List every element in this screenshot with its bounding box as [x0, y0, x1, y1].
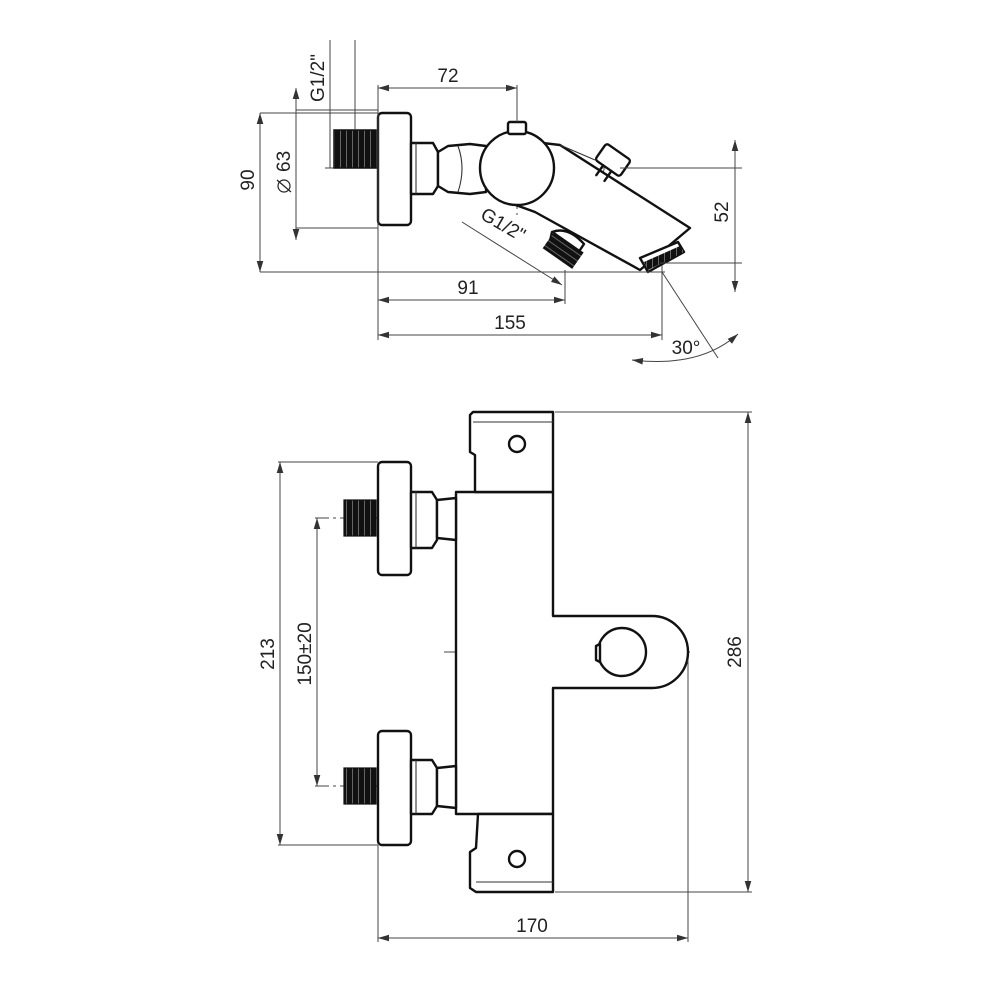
- front-top-flange: [376, 460, 413, 577]
- dim-213-label: 213: [258, 638, 279, 670]
- angle-arc: [631, 333, 739, 365]
- dim-91-label: 91: [457, 278, 478, 299]
- dim-150-label: 150±20: [295, 622, 316, 685]
- front-bottom-hex-nut: [409, 758, 439, 816]
- side-connector-ring: [457, 145, 463, 193]
- side-spout-edge: [559, 144, 596, 161]
- side-hex-nut: [409, 141, 440, 196]
- side-wall-thread: [333, 129, 377, 169]
- front-top-cap: [468, 410, 555, 494]
- front-bottom-screw: [507, 849, 527, 869]
- angle-30-label: 30°: [672, 338, 701, 359]
- front-top-screw: [507, 434, 527, 454]
- dim-170-label: 170: [516, 916, 548, 937]
- dim-72-label: 72: [437, 66, 458, 87]
- front-main-body: [454, 490, 690, 816]
- side-spout-aerator: [644, 246, 684, 270]
- side-flange: [376, 111, 413, 227]
- front-top-connector: [435, 496, 458, 542]
- side-view: 72 91 155 90 63 52 G1/2" G1/2" 30°: [238, 40, 742, 365]
- front-knob-tab: [594, 642, 602, 664]
- front-top-thread: [343, 499, 377, 537]
- front-bottom-connector: [435, 764, 458, 810]
- front-view: 213 150±20 286 170: [258, 410, 752, 942]
- dim-286-label: 286: [725, 636, 746, 668]
- dim-thread-bottom-line: [461, 221, 563, 286]
- front-bottom-thread: [343, 767, 377, 805]
- front-bottom-flange: [376, 729, 413, 847]
- side-shower-thread: [542, 231, 584, 269]
- front-thermostat-knob: [596, 626, 648, 678]
- thread-bottom-label: G1/2": [477, 204, 529, 246]
- side-knob-stem: [506, 120, 528, 136]
- dim-63-group: 63: [274, 151, 295, 193]
- front-top-hex-nut: [409, 490, 439, 550]
- thread-top-label: G1/2": [308, 54, 329, 102]
- dim-63-label: 63: [274, 151, 295, 172]
- dim-52-label: 52: [712, 201, 733, 222]
- dim-90-label: 90: [238, 169, 259, 190]
- side-thermostat-knob: [478, 129, 556, 207]
- dim-155-label: 155: [494, 313, 526, 334]
